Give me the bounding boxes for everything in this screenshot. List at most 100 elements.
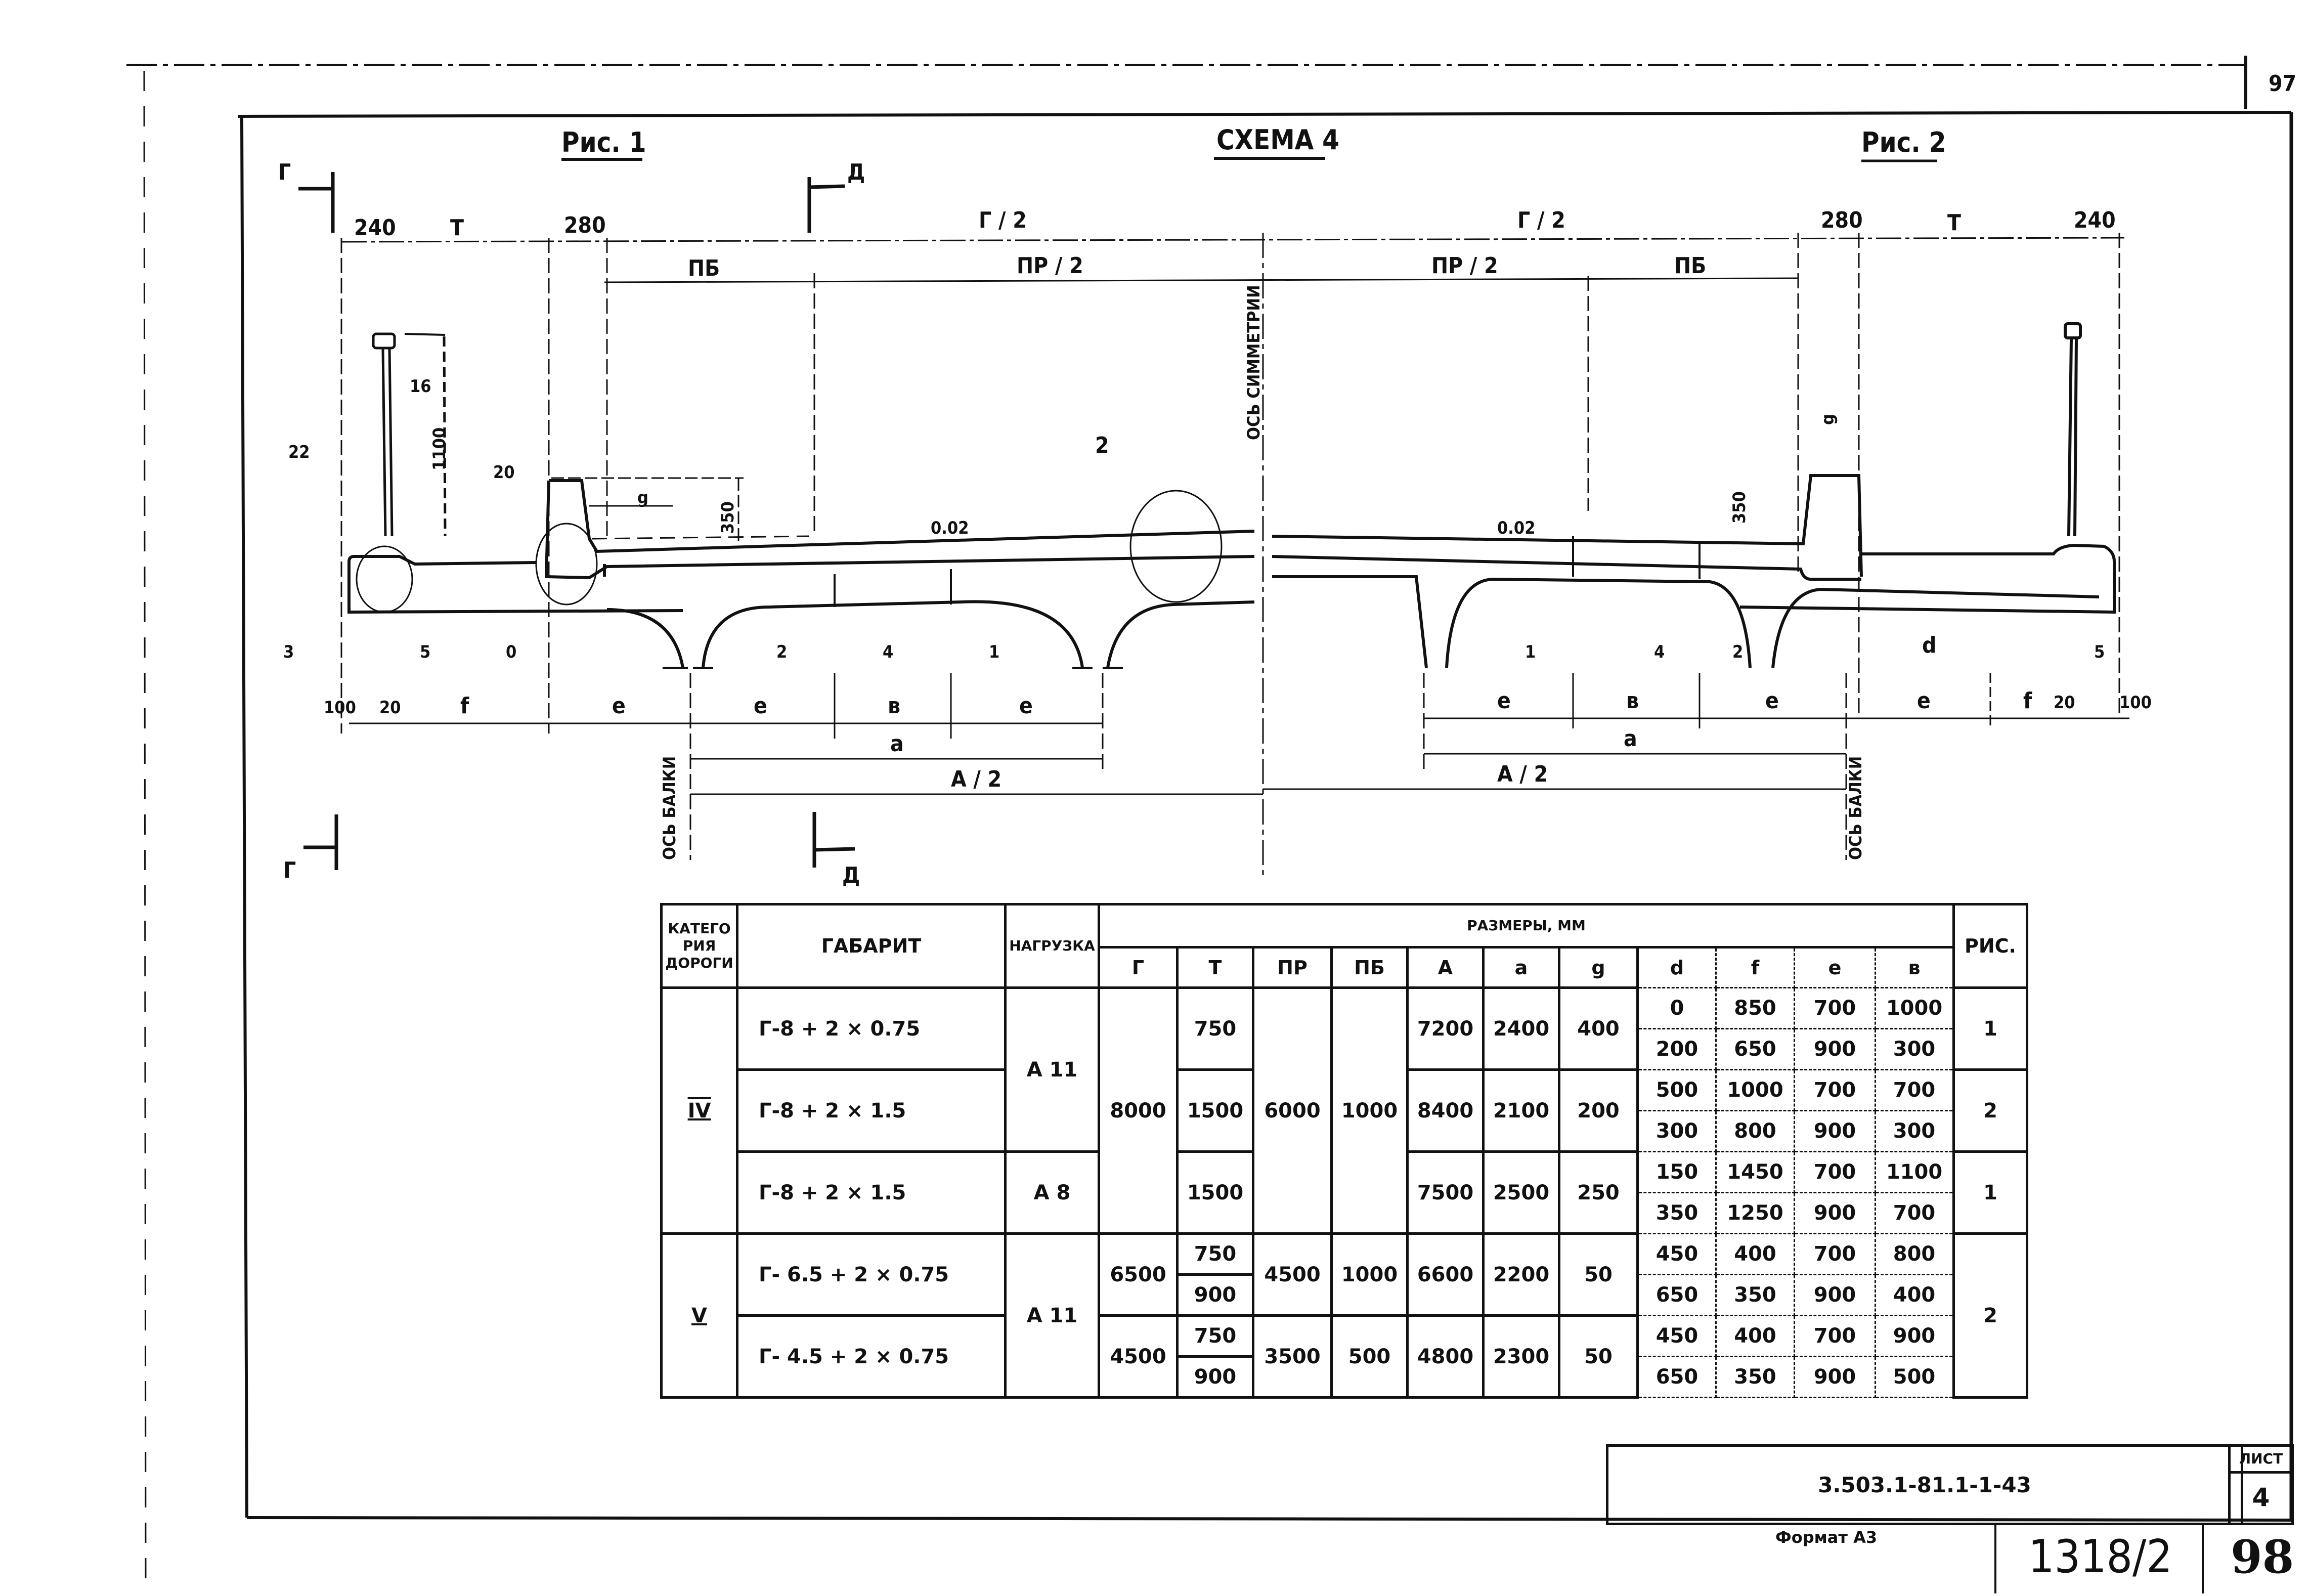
dim-20-right: 20	[2054, 693, 2075, 713]
dim-pb-left: ПБ	[688, 255, 720, 281]
dim-a-left: a	[890, 731, 904, 757]
callout-16: 16	[410, 376, 431, 397]
f-cell: 400	[1715, 1233, 1795, 1275]
dim-pr-half-right: ПР / 2	[1431, 253, 1498, 279]
PR-cell: 4500	[1252, 1232, 1333, 1317]
callout-2-left: 2	[776, 642, 787, 662]
callout-5-left: 5	[420, 642, 430, 662]
PB-cell: 1000	[1330, 986, 1409, 1235]
G-cell: 4500	[1098, 1314, 1179, 1399]
e-cell: 900	[1794, 1274, 1876, 1316]
beam-axis-label-right: ОСЬ БАЛКИ	[1846, 756, 1866, 860]
callout-20: 20	[493, 462, 515, 483]
col-header-G: Г	[1098, 946, 1179, 989]
beam-axis-label-left: ОСЬ БАЛКИ	[660, 756, 680, 860]
dim-240-right: 240	[2074, 207, 2116, 233]
dim-half-gabarit-left: Г / 2	[979, 207, 1027, 233]
b-cell: 300	[1875, 1028, 1954, 1070]
d-cell: 650	[1637, 1356, 1717, 1398]
b-cell: 900	[1875, 1315, 1954, 1357]
format-label: Формат А3	[1775, 1528, 1878, 1547]
T-cell: 900	[1176, 1355, 1254, 1399]
col-header-PB: ПБ	[1330, 946, 1409, 989]
g-cell: 400	[1558, 986, 1639, 1071]
A-cell: 7200	[1406, 986, 1485, 1071]
PR-cell: 6000	[1252, 986, 1333, 1235]
e-cell: 700	[1794, 1151, 1876, 1193]
document-code: 3.503.1-81.1-1-43	[1818, 1472, 2031, 1497]
f-cell: 650	[1715, 1028, 1795, 1070]
callout-3: 3	[283, 642, 294, 662]
e-cell: 700	[1794, 1233, 1876, 1275]
dim-f-left: f	[460, 693, 469, 719]
f-cell: 350	[1715, 1274, 1795, 1316]
a-cell: 2300	[1482, 1314, 1560, 1399]
T-cell: 1500	[1176, 1068, 1254, 1153]
d-cell: 450	[1637, 1315, 1717, 1357]
a-cell: 2400	[1482, 986, 1560, 1071]
dim-d-right: d	[1922, 632, 1936, 658]
dim-A-half-left: A / 2	[951, 766, 1001, 792]
col-header-g: g	[1558, 946, 1639, 989]
slope-0-02-right: 0.02	[1497, 518, 1535, 538]
g-cell: 250	[1558, 1150, 1639, 1235]
dim-b-left: в	[888, 693, 900, 719]
f-cell: 1450	[1715, 1151, 1795, 1193]
A-cell: 7500	[1406, 1150, 1485, 1235]
b-cell: 700	[1875, 1069, 1954, 1111]
b-cell: 1100	[1875, 1151, 1954, 1193]
G-cell: 8000	[1098, 986, 1179, 1235]
b-cell: 1000	[1875, 987, 1954, 1029]
gabarit-cell: Г-8 + 2 × 0.75	[736, 986, 1007, 1071]
a-cell: 2100	[1482, 1068, 1560, 1153]
col-header-f: f	[1715, 946, 1795, 988]
T-cell: 750	[1176, 986, 1254, 1071]
b-cell: 500	[1875, 1356, 1954, 1398]
col-header-load: НАГРУЗКА	[1004, 903, 1100, 989]
railing-height-1100: 1100	[429, 427, 450, 470]
b-cell: 800	[1875, 1233, 1954, 1275]
callout-0: 0	[506, 642, 516, 662]
dim-e2-left: e	[754, 693, 767, 719]
curb-dim-g-right: g	[1818, 414, 1838, 425]
load-cell: А 8	[1004, 1150, 1100, 1235]
dim-pb-right: ПБ	[1674, 253, 1706, 279]
section-mark-g-top: Г	[278, 159, 291, 185]
g-cell: 50	[1558, 1232, 1639, 1317]
d-cell: 150	[1637, 1151, 1717, 1193]
category-V: V	[660, 1232, 738, 1399]
col-header-a: a	[1482, 946, 1560, 989]
e-cell: 700	[1794, 987, 1876, 1029]
d-cell: 300	[1637, 1110, 1717, 1152]
d-cell: 200	[1637, 1028, 1717, 1070]
dim-b-right: в	[1626, 688, 1639, 714]
gabarit-cell: Г- 4.5 + 2 × 0.75	[736, 1314, 1007, 1399]
dim-e2-right: e	[1765, 688, 1779, 714]
col-header-A: A	[1406, 946, 1485, 989]
dim-a-right: a	[1624, 726, 1637, 752]
curb-height-350-right: 350	[1729, 491, 1750, 524]
sheet-number: 4	[2252, 1483, 2270, 1512]
dim-f-right: f	[2023, 688, 2032, 714]
A-cell: 6600	[1406, 1232, 1485, 1317]
curb-dim-g-left: g	[637, 488, 648, 508]
col-header-e: e	[1794, 946, 1876, 988]
G-cell: 6500	[1098, 1232, 1179, 1317]
fig-cell: 1	[1952, 986, 2028, 1071]
dim-A-half-right: A / 2	[1497, 761, 1548, 787]
col-header-sizes: РАЗМЕРЫ, ММ	[1098, 903, 1955, 948]
A-cell: 8400	[1406, 1068, 1485, 1153]
b-cell: 300	[1875, 1110, 1954, 1152]
dim-t-left: Т	[450, 215, 464, 241]
page-number-bottom: 98	[2231, 1530, 2294, 1584]
callout-4-left: 4	[883, 642, 893, 662]
col-header-gabarit: ГАБАРИТ	[736, 903, 1007, 989]
callout-4-right: 4	[1654, 642, 1665, 662]
T-cell: 750	[1176, 1314, 1254, 1358]
sheet-caption: ЛИСТ	[2231, 1447, 2291, 1474]
dim-e3-right: e	[1917, 688, 1931, 714]
dimensions-table: КАТЕГО РИЯ ДОРОГИ ГАБАРИТ НАГРУЗКА РАЗМЕ…	[660, 903, 2028, 1399]
callout-1-right: 1	[1525, 642, 1536, 662]
